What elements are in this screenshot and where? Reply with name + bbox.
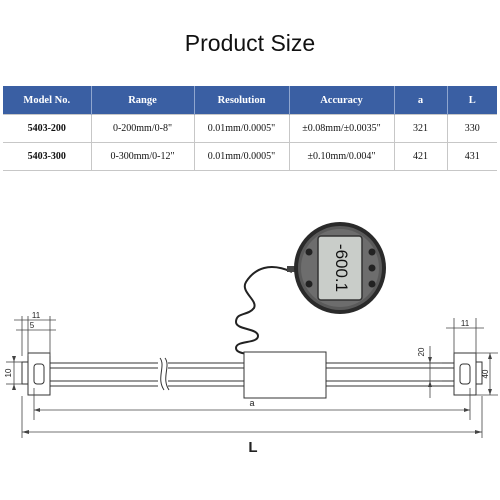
header-accuracy: Accuracy [289,86,395,115]
gauge-cable [234,266,293,364]
gauge-button-icon [305,248,313,256]
cell-accuracy: ±0.10mm/0.004" [289,142,395,171]
header-a: a [394,86,448,115]
dim-label-l: L [248,439,257,456]
cell-resolution: 0.01mm/0.0005" [194,114,290,143]
header-model: Model No. [3,86,92,115]
cell-range: 0-300mm/0-12" [91,142,195,171]
dim-label-10-left: 10 [4,368,13,377]
break-mark-icon [159,357,165,391]
cell-model: 5403-200 [3,114,92,143]
dim-label-a: a [249,398,254,408]
gauge-button-icon [368,248,376,256]
table-row: 5403-200 0-200mm/0-8" 0.01mm/0.0005" ±0.… [3,114,497,143]
cell-resolution: 0.01mm/0.0005" [194,142,290,171]
spec-table: Model No. Range Resolution Accuracy a L … [3,86,497,171]
cell-model: 5403-300 [3,142,92,171]
left-end-block [21,352,51,396]
header-l: L [447,86,497,115]
cell-range: 0-200mm/0-8" [91,114,195,143]
cell-a: 321 [394,114,448,143]
gauge-button-icon [305,280,313,288]
table-row: 5403-300 0-300mm/0-12" 0.01mm/0.0005" ±0… [3,142,497,171]
slider-head [243,351,327,399]
table-header-row: Model No. Range Resolution Accuracy a L [3,86,497,115]
dimension-lines [6,316,498,438]
header-range: Range [91,86,195,115]
page-title: Product Size [184,30,316,56]
header-resolution: Resolution [194,86,290,115]
cell-a: 421 [394,142,448,171]
break-mark-icon [164,357,170,391]
dim-label-5-left: 5 [30,321,35,330]
gauge-button-icon [368,280,376,288]
cell-l: 431 [447,142,497,171]
cell-accuracy: ±0.08mm/±0.0035" [289,114,395,143]
dim-label-11-right: 11 [461,319,470,328]
digital-gauge: -600.1 [287,222,386,314]
dimension-arrows [12,353,492,434]
dim-label-40: 40 [481,369,490,378]
dim-label-20: 20 [417,347,426,356]
gauge-button-icon [368,264,376,272]
cell-l: 330 [447,114,497,143]
gauge-display-reading: -600.1 [332,244,351,292]
dim-label-11-left: 11 [32,311,41,320]
right-end-block [453,352,483,396]
